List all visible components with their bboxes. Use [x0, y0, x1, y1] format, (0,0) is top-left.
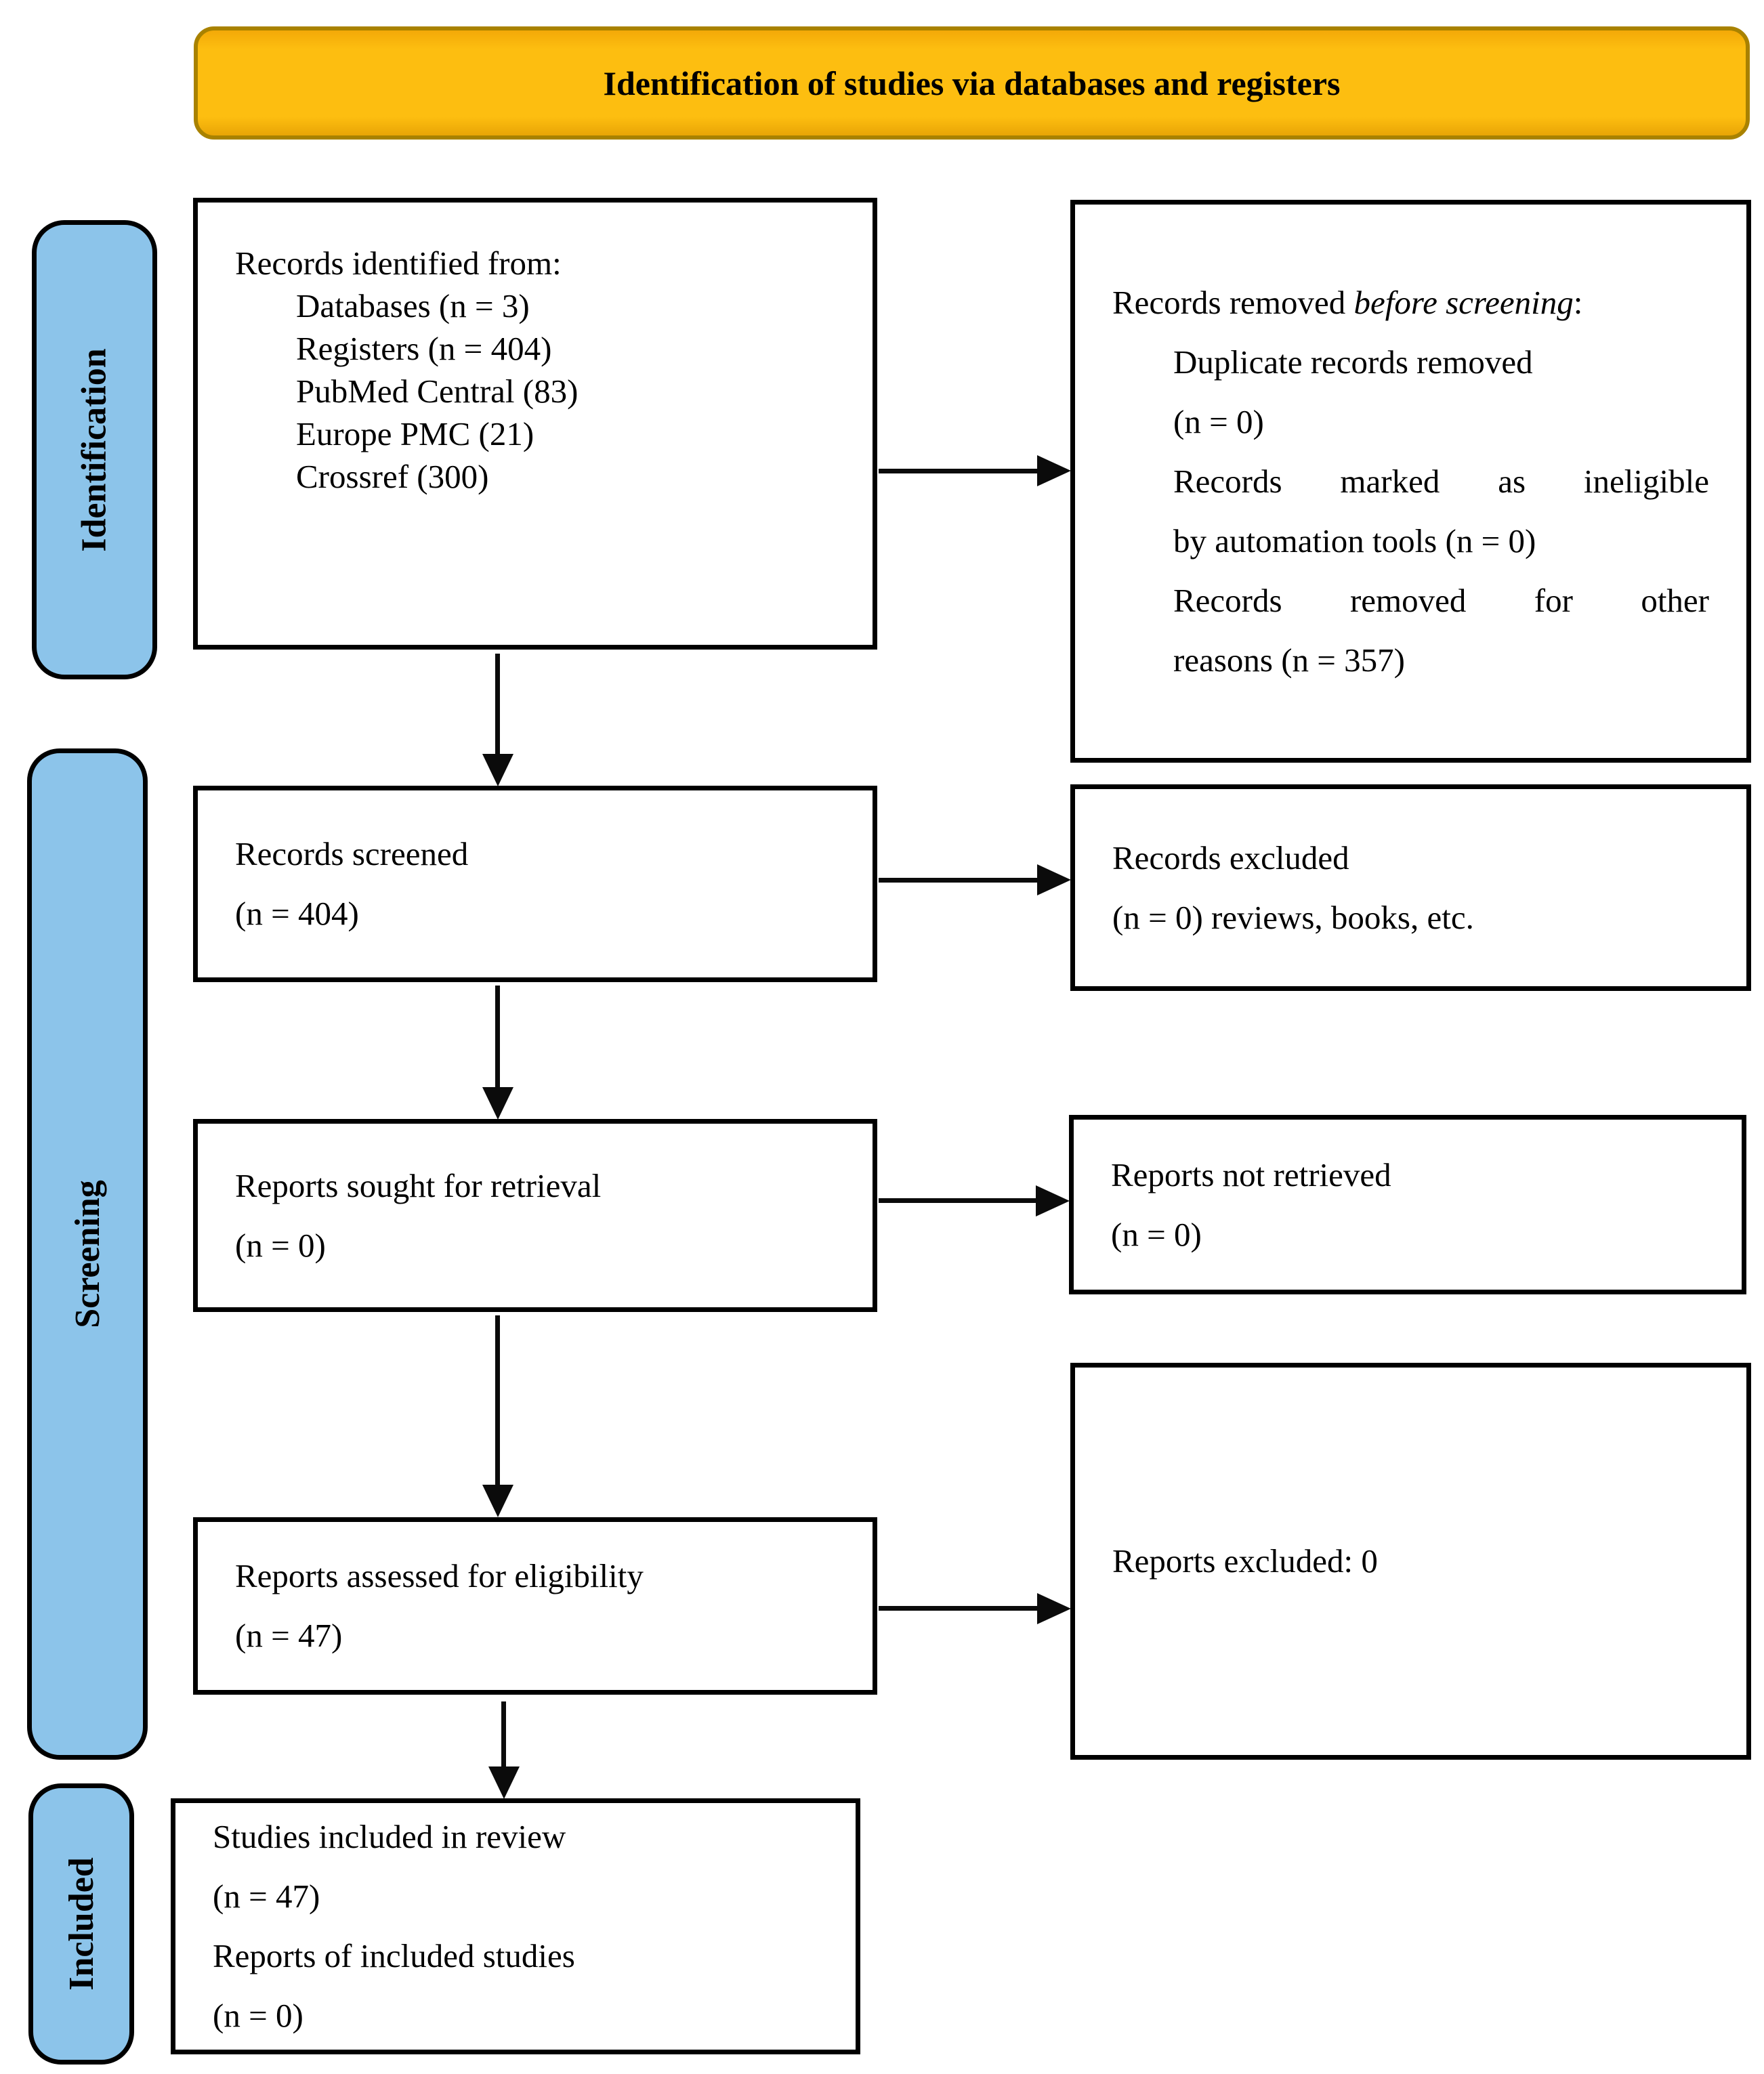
box-records-identified: Records identified from: Databases (n = …: [193, 198, 877, 650]
arrow-head: [1037, 1593, 1071, 1624]
reports-sought-line: (n = 0): [235, 1226, 326, 1264]
records-removed-title: Records removed before screening:: [1112, 273, 1709, 333]
records-removed-item: (n = 0): [1173, 402, 1264, 440]
reports-assessed-line: (n = 47): [235, 1617, 343, 1654]
arrow-head: [482, 754, 513, 786]
banner-title: Identification of studies via databases …: [603, 64, 1341, 102]
stage-identification: Identification: [32, 220, 157, 679]
box-reports-sought: Reports sought for retrieval (n = 0): [193, 1119, 877, 1312]
records-removed-item: Records removed for other: [1173, 581, 1709, 619]
records-screened-line: (n = 404): [235, 895, 359, 932]
records-removed-title-italic: before screening: [1353, 283, 1574, 321]
records-removed-item: Records marked as ineligible: [1173, 462, 1709, 500]
records-removed-item: Duplicate records removed: [1173, 343, 1533, 381]
records-excluded-line: Records excluded: [1112, 839, 1349, 876]
box-records-removed: Records removed before screening: Duplic…: [1070, 200, 1751, 763]
box-reports-assessed: Reports assessed for eligibility (n = 47…: [193, 1517, 877, 1695]
arrow-head: [1036, 1185, 1070, 1216]
box-records-excluded: Records excluded (n = 0) reviews, books,…: [1070, 784, 1751, 991]
records-identified-item: Registers (n = 404): [296, 330, 552, 367]
stage-identification-label: Identification: [75, 347, 114, 552]
stage-included: Included: [28, 1783, 134, 2065]
reports-not-retrieved-line: Reports not retrieved: [1111, 1156, 1391, 1193]
records-excluded-line: (n = 0) reviews, books, etc.: [1112, 898, 1474, 936]
studies-included-line: (n = 0): [213, 1997, 303, 2034]
records-removed-item: reasons (n = 357): [1173, 641, 1405, 679]
arrow-stem: [879, 469, 1038, 473]
arrow-head: [1037, 864, 1071, 895]
reports-assessed-line: Reports assessed for eligibility: [235, 1557, 644, 1594]
arrow-stem: [501, 1701, 506, 1768]
arrow-stem: [495, 1315, 500, 1486]
arrow-head: [488, 1766, 520, 1799]
stage-screening: Screening: [27, 748, 148, 1760]
records-removed-title-prefix: Records removed: [1112, 283, 1354, 321]
arrow-head: [482, 1485, 513, 1517]
box-reports-excluded: Reports excluded: 0: [1070, 1363, 1751, 1760]
box-reports-not-retrieved: Reports not retrieved (n = 0): [1069, 1115, 1746, 1294]
records-identified-title: Records identified from:: [235, 245, 562, 282]
box-studies-included: Studies included in review (n = 47) Repo…: [171, 1798, 860, 2054]
banner: Identification of studies via databases …: [194, 26, 1750, 140]
records-identified-item: Crossref (300): [296, 458, 489, 495]
arrow-stem: [495, 986, 500, 1088]
studies-included-line: Reports of included studies: [213, 1937, 575, 1974]
stage-screening-label: Screening: [68, 1180, 107, 1328]
arrow-head: [1037, 455, 1071, 486]
records-removed-title-suffix: :: [1573, 283, 1583, 321]
reports-sought-line: Reports sought for retrieval: [235, 1166, 602, 1204]
records-identified-item: Europe PMC (21): [296, 415, 534, 452]
arrow-stem: [495, 654, 500, 755]
studies-included-line: (n = 47): [213, 1878, 320, 1915]
box-records-screened: Records screened (n = 404): [193, 786, 877, 982]
records-identified-item: Databases (n = 3): [296, 287, 530, 324]
records-removed-item: by automation tools (n = 0): [1173, 522, 1536, 559]
reports-excluded-line: Reports excluded: 0: [1112, 1542, 1378, 1580]
records-identified-item: PubMed Central (83): [296, 373, 579, 410]
arrow-stem: [879, 878, 1038, 883]
arrow-stem: [879, 1198, 1037, 1203]
arrow-head: [482, 1087, 513, 1120]
records-screened-line: Records screened: [235, 835, 469, 872]
studies-included-line: Studies included in review: [213, 1818, 566, 1855]
arrow-stem: [879, 1606, 1038, 1611]
reports-not-retrieved-line: (n = 0): [1111, 1215, 1202, 1253]
stage-included-label: Included: [62, 1857, 101, 1991]
